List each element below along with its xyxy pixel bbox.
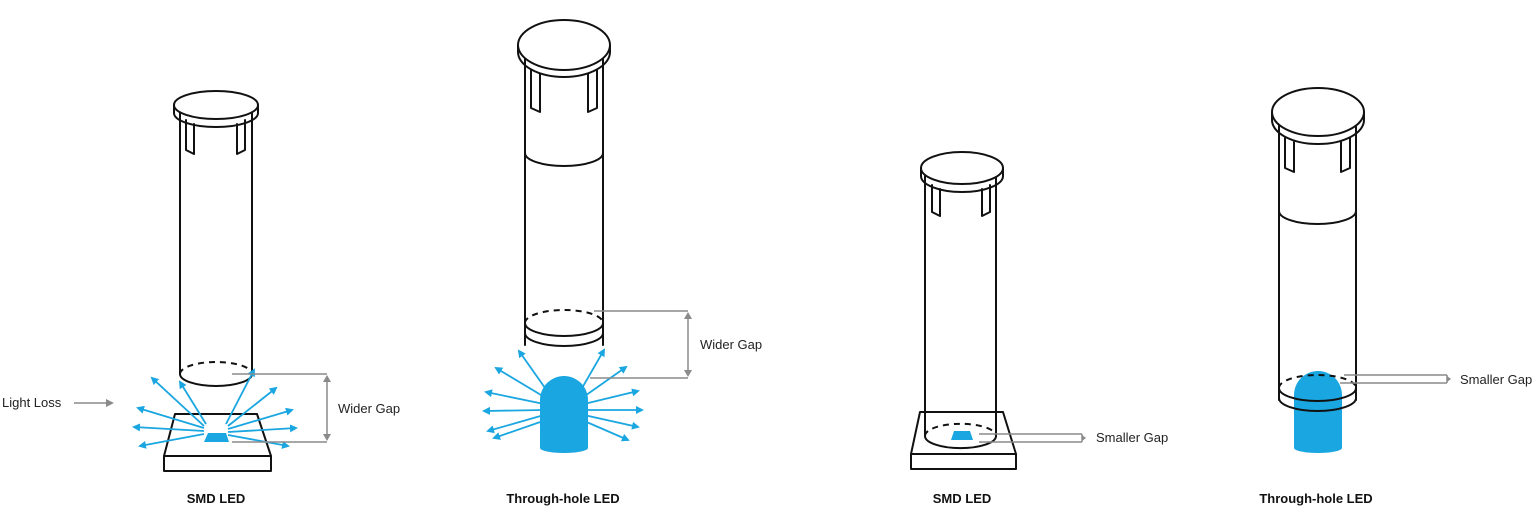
light-pipe [517, 19, 611, 347]
light-loss-label: Light Loss [2, 395, 62, 410]
panel-smd-wider-gap: Light Loss Wider Gap SMD LED [2, 90, 400, 506]
panel-caption: Through-hole LED [1259, 491, 1372, 506]
smd-led-chip [951, 431, 973, 440]
gap-dimension [232, 373, 331, 443]
pipe-cap [920, 151, 1004, 185]
panel-through-hole-smaller-gap: Smaller Gap Through-hole LED [1259, 87, 1532, 506]
gap-dimension [979, 433, 1086, 443]
gap-dimension [1340, 374, 1451, 384]
pipe-cap [517, 19, 611, 71]
light-pipe [1271, 87, 1365, 401]
pipe-cap [173, 90, 259, 120]
wider-gap-label: Wider Gap [338, 401, 400, 416]
panel-smd-smaller-gap: Smaller Gap SMD LED [910, 151, 1168, 506]
smaller-gap-label: Smaller Gap [1096, 430, 1168, 445]
smaller-gap-label: Smaller Gap [1460, 372, 1532, 387]
gap-dimension [590, 310, 692, 379]
smd-led-chip [204, 433, 229, 442]
through-hole-led [1294, 371, 1342, 453]
light-rays [482, 348, 644, 442]
through-hole-led [540, 376, 588, 453]
light-pipe [920, 151, 1004, 450]
panel-caption: Through-hole LED [506, 491, 619, 506]
panel-caption: SMD LED [187, 491, 246, 506]
light-rays [132, 368, 298, 449]
panel-caption: SMD LED [933, 491, 992, 506]
wider-gap-label: Wider Gap [700, 337, 762, 352]
panel-through-hole-wider-gap: Wider Gap Through-hole LED [482, 19, 762, 506]
light-pipe [173, 90, 259, 387]
pipe-cap [1271, 87, 1365, 137]
